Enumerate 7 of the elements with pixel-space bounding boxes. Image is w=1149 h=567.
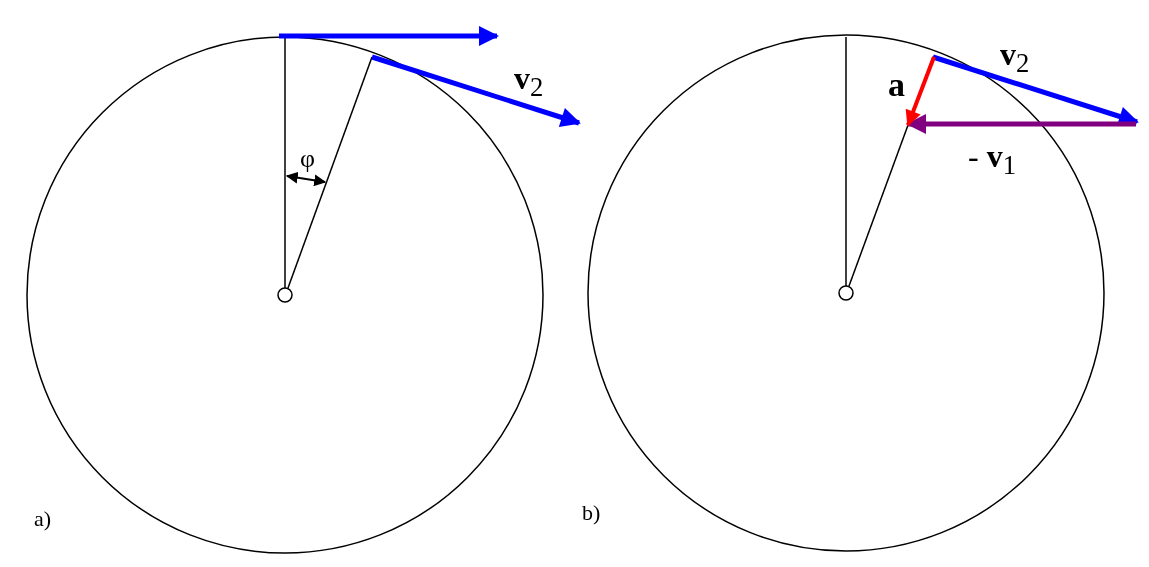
panel-label: a) xyxy=(34,508,52,530)
vector-label: - v$_{1}$ xyxy=(968,140,1016,180)
vector-label: v$_{2}$ xyxy=(514,62,544,102)
angle-label: φ xyxy=(300,146,315,172)
vector-label: a xyxy=(888,68,905,102)
panel-label: b) xyxy=(582,502,601,524)
vector-label: v$_{2}$ xyxy=(1000,38,1030,78)
